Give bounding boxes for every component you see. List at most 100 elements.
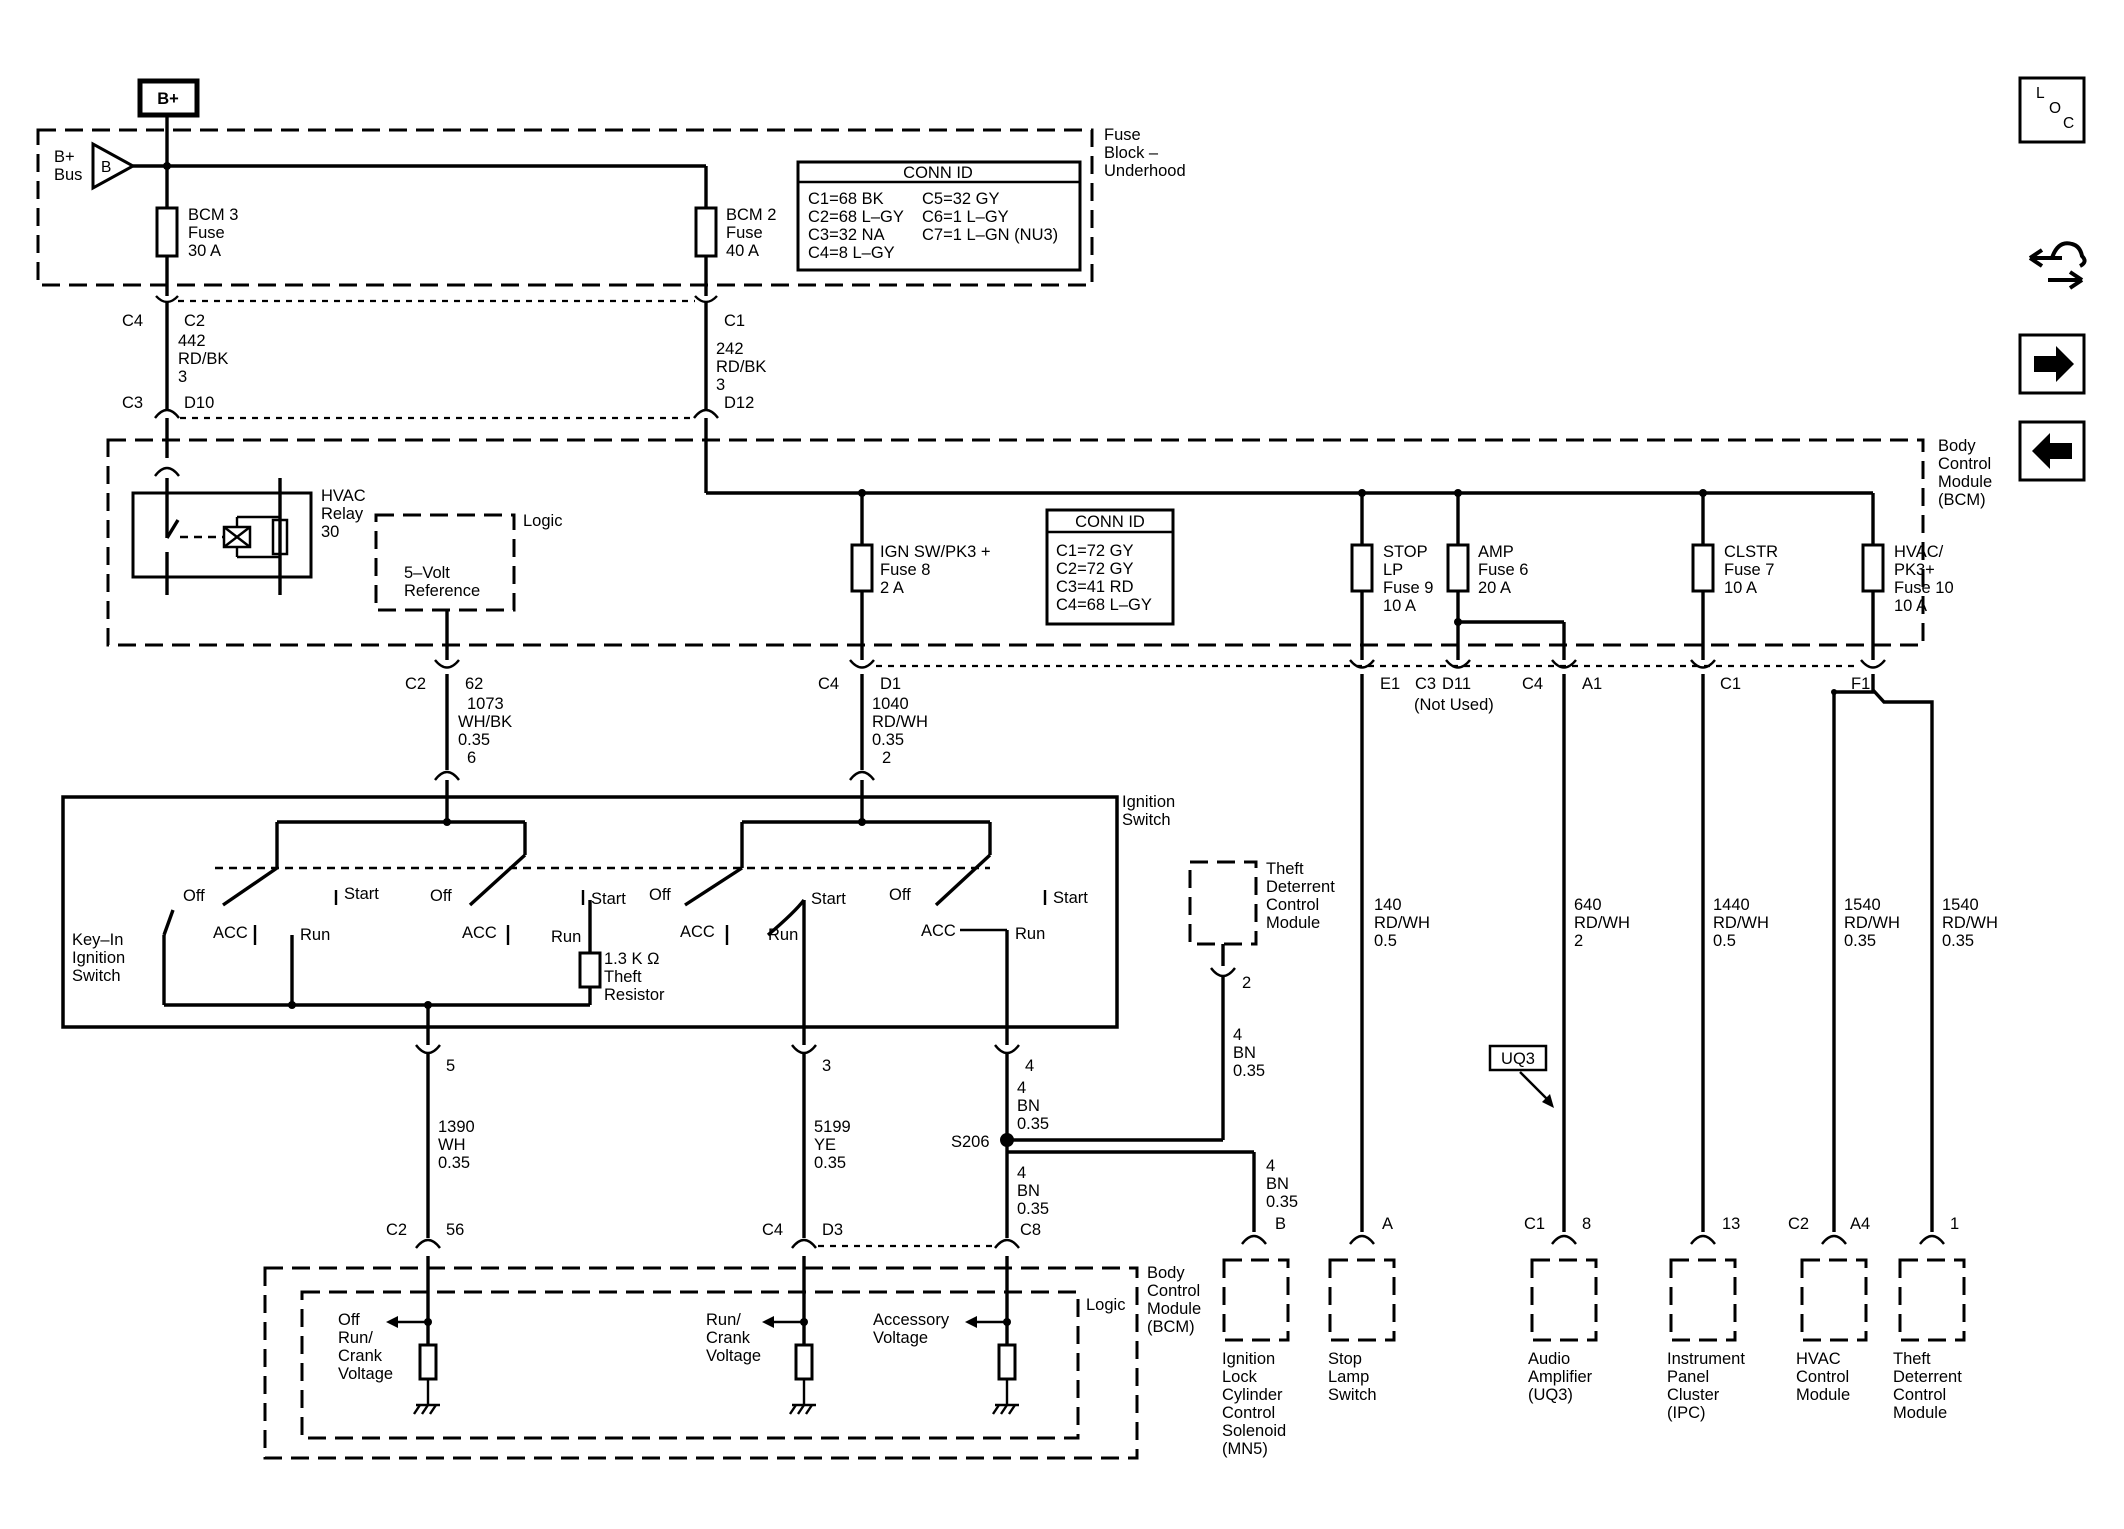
svg-text:Start: Start xyxy=(591,890,626,908)
svg-text:Switch: Switch xyxy=(1122,811,1171,829)
svg-text:0.5: 0.5 xyxy=(1713,932,1736,950)
svg-text:Fuse 7: Fuse 7 xyxy=(1724,561,1774,579)
svg-text:D12: D12 xyxy=(724,394,754,412)
svg-text:Body: Body xyxy=(1938,437,1976,455)
previous-page-icon[interactable] xyxy=(2018,420,2086,482)
svg-text:CONN ID: CONN ID xyxy=(1075,513,1145,531)
loads: A Stop Lamp Switch C1 8 Audio Amplifier … xyxy=(1328,1215,1966,1422)
svg-text:Voltage: Voltage xyxy=(706,1347,761,1365)
svg-text:0.35: 0.35 xyxy=(814,1154,846,1172)
svg-text:10 A: 10 A xyxy=(1383,597,1416,615)
svg-text:Fuse 10: Fuse 10 xyxy=(1894,579,1954,597)
svg-text:Reference: Reference xyxy=(404,582,480,600)
svg-text:Crank: Crank xyxy=(338,1347,383,1365)
svg-text:Fuse 9: Fuse 9 xyxy=(1383,579,1433,597)
svg-text:(UQ3): (UQ3) xyxy=(1528,1386,1573,1404)
svg-text:1540: 1540 xyxy=(1844,896,1881,914)
svg-text:62: 62 xyxy=(465,675,483,693)
svg-text:A1: A1 xyxy=(1582,675,1602,693)
svg-text:Off: Off xyxy=(889,886,911,904)
svg-text:Switch: Switch xyxy=(1328,1386,1377,1404)
svg-text:Module: Module xyxy=(1266,914,1320,932)
system-diagram-icon[interactable] xyxy=(2028,241,2087,290)
svg-text:ACC: ACC xyxy=(921,922,956,940)
component-locator-icon[interactable]: L O C xyxy=(2018,76,2086,144)
svg-text:YE: YE xyxy=(814,1136,836,1154)
svg-text:3: 3 xyxy=(822,1057,831,1075)
svg-text:Deterrent: Deterrent xyxy=(1893,1368,1962,1386)
svg-text:Theft: Theft xyxy=(1893,1350,1931,1368)
svg-text:0.35: 0.35 xyxy=(1844,932,1876,950)
svg-text:B: B xyxy=(1275,1215,1286,1233)
svg-text:30 A: 30 A xyxy=(188,242,221,260)
svg-text:Module: Module xyxy=(1796,1386,1850,1404)
svg-text:Control: Control xyxy=(1147,1282,1200,1300)
fuse-block-conn-id-table: CONN ID C1=68 BK C2=68 L–GY C3=32 NA C4=… xyxy=(796,160,1082,272)
svg-text:C2: C2 xyxy=(184,312,205,330)
svg-text:Module: Module xyxy=(1147,1300,1201,1318)
svg-text:Run/: Run/ xyxy=(706,1311,741,1329)
svg-text:Relay: Relay xyxy=(321,505,364,523)
svg-text:Start: Start xyxy=(1053,889,1088,907)
svg-text:ACC: ACC xyxy=(680,923,715,941)
svg-text:Off: Off xyxy=(430,887,452,905)
svg-text:0.35: 0.35 xyxy=(872,731,904,749)
svg-text:C4=68 L–GY: C4=68 L–GY xyxy=(1056,596,1152,614)
svg-text:1040: 1040 xyxy=(872,695,909,713)
svg-text:C3: C3 xyxy=(122,394,143,412)
svg-text:BCM 2: BCM 2 xyxy=(726,206,776,224)
svg-text:C1: C1 xyxy=(1720,675,1741,693)
fuse-bcm2 xyxy=(694,206,718,258)
svg-text:4: 4 xyxy=(1017,1079,1026,1097)
svg-text:C3=41 RD: C3=41 RD xyxy=(1056,578,1134,596)
svg-text:40 A: 40 A xyxy=(726,242,759,260)
svg-text:2: 2 xyxy=(1242,974,1251,992)
svg-text:BN: BN xyxy=(1017,1097,1040,1115)
svg-text:Start: Start xyxy=(344,885,379,903)
bus-symbol xyxy=(91,141,137,191)
svg-text:ACC: ACC xyxy=(213,924,248,942)
svg-text:Control: Control xyxy=(1893,1386,1946,1404)
svg-text:C5=32 GY: C5=32 GY xyxy=(922,190,1000,208)
svg-text:A4: A4 xyxy=(1850,1215,1870,1233)
svg-text:C4=8 L–GY: C4=8 L–GY xyxy=(808,244,895,262)
fuse-clstr: CLSTR Fuse 7 10 A xyxy=(1691,493,1778,660)
svg-text:0.35: 0.35 xyxy=(458,731,490,749)
svg-text:5199: 5199 xyxy=(814,1118,851,1136)
fuse-block-underhood: Fuse Block – Underhood B+ Bus B BCM 3 Fu… xyxy=(36,126,1186,296)
svg-text:1.3 K Ω: 1.3 K Ω xyxy=(604,950,659,968)
svg-text:8: 8 xyxy=(1582,1215,1591,1233)
svg-text:C3=32 NA: C3=32 NA xyxy=(808,226,885,244)
svg-text:CONN ID: CONN ID xyxy=(903,164,973,182)
svg-text:Body: Body xyxy=(1147,1264,1185,1282)
svg-text:C2=72 GY: C2=72 GY xyxy=(1056,560,1134,578)
next-page-icon[interactable] xyxy=(2018,333,2086,395)
svg-text:RD/WH: RD/WH xyxy=(1713,914,1769,932)
fuse-stop-lp: STOP LP Fuse 9 10 A xyxy=(1350,493,1433,660)
svg-text:Cylinder: Cylinder xyxy=(1222,1386,1283,1404)
bcm-lower: Body Control Module (BCM) Logic Off Run/… xyxy=(263,1256,1201,1460)
ignition-lock-solenoid: Ignition Lock Cylinder Control Solenoid … xyxy=(1222,1234,1290,1458)
svg-text:Run: Run xyxy=(551,928,581,946)
svg-text:Lamp: Lamp xyxy=(1328,1368,1369,1386)
svg-text:HVAC: HVAC xyxy=(1796,1350,1841,1368)
svg-text:1440: 1440 xyxy=(1713,896,1750,914)
svg-text:C2: C2 xyxy=(386,1221,407,1239)
svg-text:IGN SW/PK3 +: IGN SW/PK3 + xyxy=(880,543,991,561)
svg-text:Voltage: Voltage xyxy=(338,1365,393,1383)
svg-text:3: 3 xyxy=(716,376,725,394)
svg-text:0.35: 0.35 xyxy=(1942,932,1974,950)
fuse-block-title-3: Underhood xyxy=(1104,162,1186,180)
svg-text:Ignition: Ignition xyxy=(1222,1350,1275,1368)
svg-text:Fuse 8: Fuse 8 xyxy=(880,561,930,579)
svg-text:(MN5): (MN5) xyxy=(1222,1440,1268,1458)
svg-text:D11: D11 xyxy=(1442,675,1471,693)
hvac-relay: HVAC Relay 30 xyxy=(131,418,366,595)
svg-text:Fuse: Fuse xyxy=(726,224,763,242)
svg-text:10 A: 10 A xyxy=(1894,597,1927,615)
svg-text:Voltage: Voltage xyxy=(873,1329,928,1347)
svg-text:C2: C2 xyxy=(405,675,426,693)
svg-text:56: 56 xyxy=(446,1221,464,1239)
svg-text:0.5: 0.5 xyxy=(1374,932,1397,950)
